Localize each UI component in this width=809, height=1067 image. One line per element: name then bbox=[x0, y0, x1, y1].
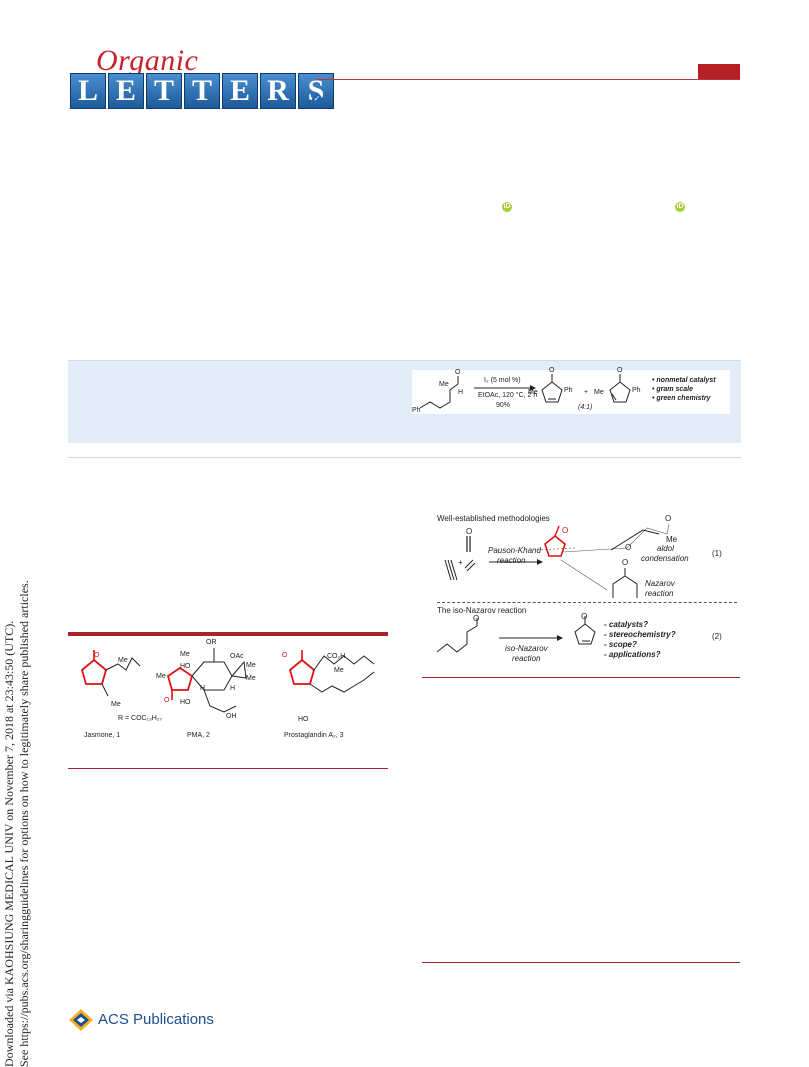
atom-label: HO bbox=[180, 699, 191, 706]
atom-label: O bbox=[562, 526, 569, 535]
atom-label: OH bbox=[226, 713, 237, 720]
atom-label: OR bbox=[206, 639, 217, 646]
compound-name: Jasmone, 1 bbox=[84, 732, 121, 739]
atom-label: O bbox=[617, 367, 623, 374]
logo-letter: E bbox=[222, 73, 258, 109]
scheme-structures bbox=[437, 523, 670, 653]
toc-conditions: EtOAc, 120 °C, 2 h bbox=[478, 392, 538, 399]
atom-label: HO bbox=[298, 716, 309, 723]
atom-label: Ph bbox=[632, 387, 641, 394]
atom-label: Ph bbox=[564, 387, 573, 394]
figure-rule bbox=[68, 768, 388, 769]
open-questions: - catalysts? - stereochemistry? - scope?… bbox=[604, 620, 676, 660]
figure-structures bbox=[80, 648, 375, 713]
atom-label: Me bbox=[666, 535, 678, 544]
atom-label: Me bbox=[118, 657, 128, 664]
equation-number: (1) bbox=[712, 549, 722, 558]
equation-number: (2) bbox=[712, 632, 722, 641]
compound-name: Prostaglandin A₂, 3 bbox=[284, 732, 344, 739]
figure-rule bbox=[68, 632, 388, 636]
logo-letter: T bbox=[146, 73, 182, 109]
journal-logo-script: Organic bbox=[96, 44, 199, 77]
atom-label: O bbox=[164, 697, 170, 704]
atom-label: O bbox=[94, 652, 100, 659]
r-group-label: R = COC₁₃H₂₇ bbox=[118, 715, 162, 722]
question-item: - stereochemistry? bbox=[604, 630, 676, 639]
check-icon: ✓ bbox=[312, 94, 322, 104]
atom-label: O bbox=[625, 543, 632, 552]
toc-bullet: • gram scale bbox=[652, 386, 693, 393]
toc-bullets: • nonmetal catalyst • gram scale • green… bbox=[652, 376, 716, 403]
scheme-rule bbox=[422, 677, 740, 678]
method-name: iso-Nazarov bbox=[505, 644, 548, 653]
atom-label: CO₂H bbox=[327, 653, 346, 660]
method-name: Nazarov bbox=[645, 579, 675, 588]
atom-label: Ph bbox=[412, 407, 421, 414]
scheme-divider bbox=[437, 602, 737, 603]
question-item: - applications? bbox=[604, 650, 661, 659]
logo-letter: R bbox=[260, 73, 296, 109]
acs-logo-icon bbox=[69, 1009, 93, 1031]
method-name: reaction bbox=[512, 654, 541, 663]
atom-label: Me bbox=[246, 675, 256, 682]
atom-label: Me bbox=[439, 381, 449, 388]
atom-label: Me bbox=[180, 651, 190, 658]
toc-structures bbox=[419, 374, 631, 409]
header-tab bbox=[698, 64, 740, 79]
atom-label: HO bbox=[180, 663, 191, 670]
atom-label: O bbox=[549, 367, 555, 374]
download-notice: Downloaded via KAOHSIUNG MEDICAL UNIV on… bbox=[2, 307, 32, 1067]
atom-label: Me bbox=[111, 701, 121, 708]
scheme-heading: The iso-Nazarov reaction bbox=[437, 606, 527, 615]
abstract-rule bbox=[68, 457, 741, 458]
toc-bullet: • green chemistry bbox=[652, 395, 711, 402]
logo-letter: E bbox=[108, 73, 144, 109]
question-item: - catalysts? bbox=[604, 620, 649, 629]
method-name: aldol bbox=[657, 544, 674, 553]
method-name: reaction bbox=[645, 589, 674, 598]
atom-label: O bbox=[282, 652, 288, 659]
logo-letter: T bbox=[184, 73, 220, 109]
atom-label: H bbox=[200, 685, 206, 692]
download-notice-line: Downloaded via KAOHSIUNG MEDICAL UNIV on… bbox=[2, 620, 16, 1067]
compound-name: PMA, 2 bbox=[187, 732, 210, 739]
atom-label: O bbox=[665, 514, 672, 523]
question-item: - scope? bbox=[604, 640, 637, 649]
atom-label: OAc bbox=[230, 653, 244, 660]
orcid-icon[interactable]: iD bbox=[502, 202, 512, 212]
journal-logo: L E T T E R S bbox=[70, 73, 334, 109]
atom-label: O bbox=[473, 614, 480, 623]
publisher-name: ACS Publications bbox=[98, 1011, 214, 1028]
toc-yield: 90% bbox=[496, 402, 511, 409]
atom-label: O bbox=[455, 369, 461, 376]
logo-letter: L bbox=[70, 73, 106, 109]
toc-ratio: (4:1) bbox=[578, 404, 593, 411]
atom-label: O bbox=[581, 612, 588, 621]
method-name: condensation bbox=[641, 554, 689, 563]
atom-label: H bbox=[230, 685, 236, 692]
atom-label: Me bbox=[594, 389, 604, 396]
toc-graphic: Me H O Ph I₂ (5 mol %) EtOAc, 120 °C, 2 … bbox=[412, 367, 730, 414]
atom-label: Me bbox=[156, 673, 166, 680]
atom-label: O bbox=[622, 558, 629, 567]
plus-sign: + bbox=[458, 558, 463, 567]
atom-label: Me bbox=[246, 662, 256, 669]
plus-sign: + bbox=[584, 389, 589, 396]
column-rule bbox=[422, 962, 740, 963]
orcid-icon[interactable]: iD bbox=[675, 202, 685, 212]
toc-bullet: • nonmetal catalyst bbox=[652, 377, 716, 384]
method-name: Pauson-Khand bbox=[488, 546, 541, 555]
scheme-heading: Well-established methodologies bbox=[437, 514, 550, 523]
toc-reagent: I₂ (5 mol %) bbox=[484, 377, 521, 384]
atom-label: O bbox=[466, 527, 473, 536]
method-name: reaction bbox=[497, 556, 526, 565]
atom-label: H bbox=[458, 389, 464, 396]
download-notice-line: See https://pubs.acs.org/sharingguidelin… bbox=[17, 580, 31, 1067]
atom-label: Me bbox=[528, 389, 538, 396]
atom-label: Me bbox=[334, 667, 344, 674]
header-rule bbox=[316, 79, 740, 80]
